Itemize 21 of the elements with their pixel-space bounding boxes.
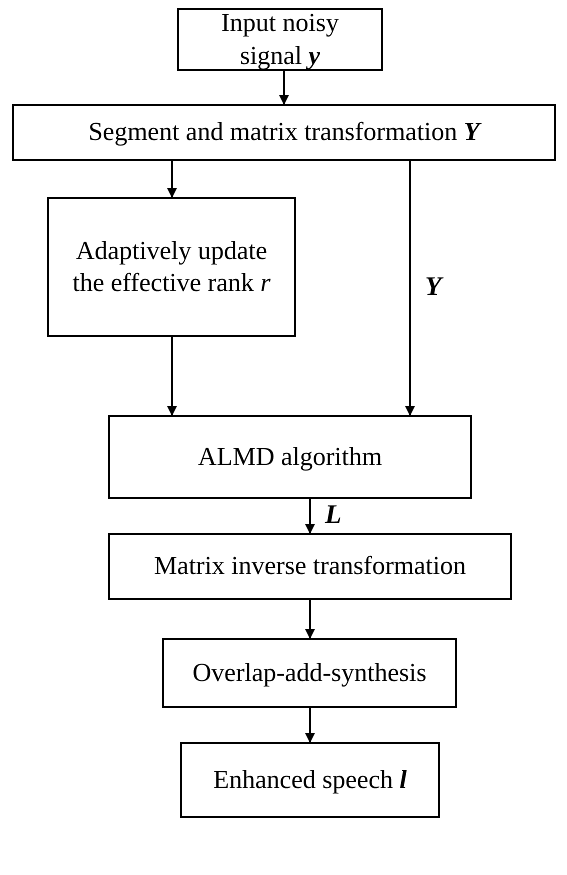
arrow [305, 499, 315, 534]
process-box [180, 742, 440, 818]
process-box [108, 415, 472, 499]
box-text: Segment and matrix transformation Y [88, 116, 480, 148]
arrow [305, 600, 315, 639]
process-box [177, 8, 383, 71]
arrow [167, 161, 177, 198]
arrow [305, 708, 315, 743]
box-text: Input noisy signal y [220, 7, 340, 72]
box-text: Matrix inverse transformation [154, 550, 466, 582]
arrow [167, 337, 177, 416]
box-text: Enhanced speech l [213, 764, 407, 796]
box-text: ALMD algorithm [198, 440, 382, 473]
process-box [47, 197, 296, 337]
box-text: Overlap-add-synthesis [192, 656, 426, 689]
arrow [405, 161, 415, 416]
process-box [108, 533, 512, 600]
process-box [162, 638, 457, 708]
arrow [279, 71, 289, 105]
box-text: Adaptively update the effective rank r [71, 234, 272, 299]
process-box [12, 104, 556, 161]
